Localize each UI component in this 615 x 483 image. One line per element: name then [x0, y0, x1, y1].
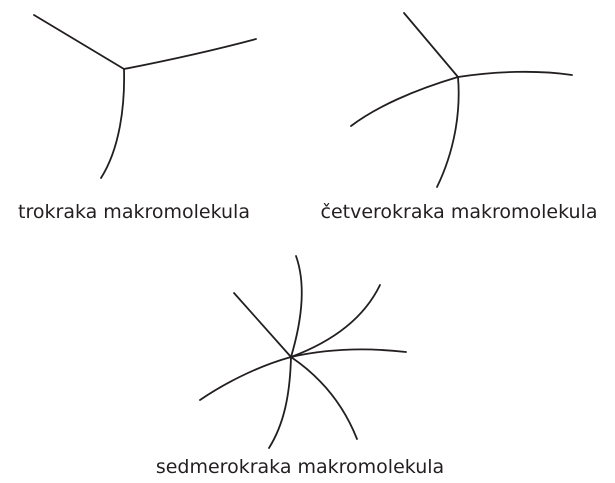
star-arm: [436, 76, 460, 188]
star-arm: [290, 255, 303, 358]
star-arm: [457, 70, 573, 78]
star-arm: [233, 292, 292, 358]
star-arm: [199, 356, 292, 401]
four-arm-caption: četverokraka makromolekula: [320, 201, 598, 223]
seven-arm-caption: sedmerokraka makromolekula: [155, 456, 445, 478]
three-arm-caption: trokraka makromolekula: [18, 201, 250, 223]
star-arm: [403, 12, 459, 78]
star-arm: [33, 14, 125, 70]
three-arm-star: [33, 14, 257, 179]
seven-arm-star: [199, 255, 407, 449]
star-arm: [100, 68, 126, 179]
star-arm: [123, 38, 257, 70]
four-arm-star: [350, 12, 573, 188]
star-arm: [290, 284, 381, 358]
star-arm: [290, 356, 358, 440]
star-arm: [268, 356, 292, 449]
star-arm: [290, 348, 407, 358]
star-arm: [350, 76, 459, 127]
